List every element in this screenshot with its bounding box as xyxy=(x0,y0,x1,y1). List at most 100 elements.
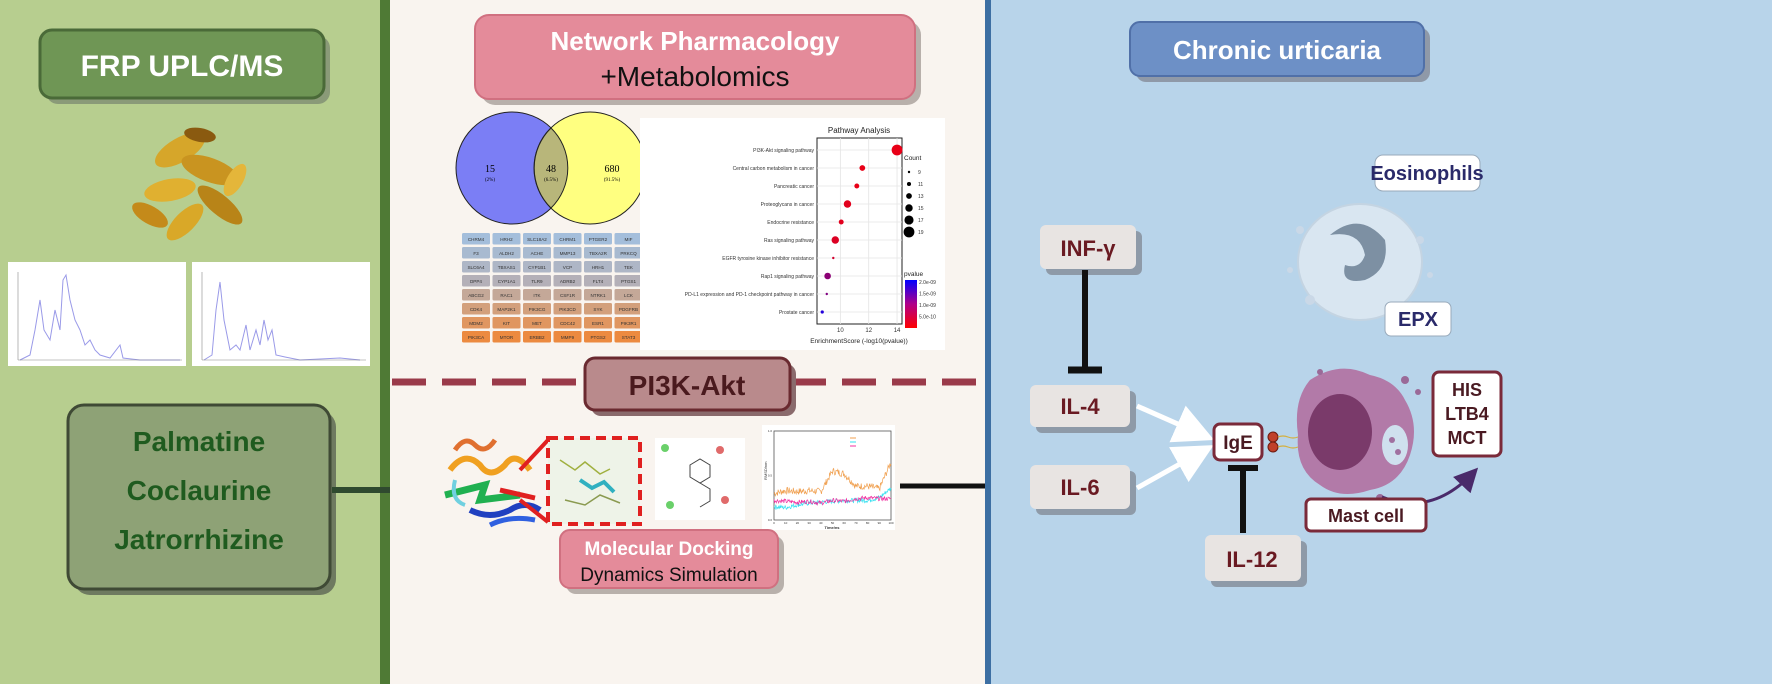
gene-label: F3 xyxy=(473,251,479,256)
gene-label: SLC18A2 xyxy=(527,237,547,242)
gene-cell xyxy=(462,261,490,273)
pathway-dot xyxy=(859,165,866,171)
inf-gamma-box: INF-γ xyxy=(1040,225,1142,275)
chronic-urticaria-title-box: Chronic urticaria xyxy=(1129,21,1430,82)
gene-cell xyxy=(492,289,521,301)
il12-box: IL-12 xyxy=(1205,535,1307,587)
il4-to-ige-arrow xyxy=(1135,403,1215,443)
gene-label: HRH1 xyxy=(592,265,605,270)
pvalue-legend-title: pvalue xyxy=(904,271,924,278)
gene-cell xyxy=(553,275,582,287)
count-legend-dot xyxy=(906,181,912,187)
gene-cell xyxy=(523,261,551,273)
gene-cell xyxy=(523,303,551,315)
rmsd-xtick-label: 0 xyxy=(773,521,775,525)
mediator-ltb4: LTB4 xyxy=(1445,404,1489,424)
ige-receptor-icon xyxy=(1267,431,1299,453)
venn-overlap-percent: (6.5%) xyxy=(544,178,558,183)
il4-text: IL-4 xyxy=(1060,394,1100,419)
gene-cell xyxy=(584,233,612,245)
rmsd-series-line xyxy=(773,487,892,511)
gene-cell xyxy=(614,289,643,301)
rmsd-xtick-label: 60 xyxy=(843,521,847,525)
gene-label: CYP1A1 xyxy=(498,279,516,284)
gene-cell xyxy=(614,233,643,245)
gene-label: PTGS2 xyxy=(590,335,606,340)
network-pharmacology-title-box: Network Pharmacology +Metabolomics xyxy=(474,14,921,105)
gene-label: DPP4 xyxy=(470,279,482,284)
count-legend-dot xyxy=(906,193,912,199)
binding-pocket-image xyxy=(546,436,642,526)
rmsd-xtick-label: 90 xyxy=(878,521,882,525)
gene-cell xyxy=(614,331,643,343)
eosinophils-label: Eosinophils xyxy=(1370,154,1484,192)
mast-cell-image xyxy=(1296,368,1421,508)
gene-label: PIK3R1 xyxy=(621,321,637,326)
gene-cell xyxy=(553,317,582,329)
pathway-dot xyxy=(820,310,824,314)
venn-right-percent: (91.5%) xyxy=(604,178,621,183)
venn-left-count: 15 xyxy=(485,164,495,175)
gene-cell xyxy=(614,317,643,329)
pathway-dot xyxy=(831,236,839,244)
rmsd-xtick-label: 80 xyxy=(866,521,870,525)
gene-cell xyxy=(492,331,521,343)
left-panel-border xyxy=(380,0,390,684)
gene-cell xyxy=(584,261,612,273)
gene-label: ABCG2 xyxy=(468,293,484,298)
rmsd-ytick-label: 0.5 xyxy=(768,474,773,478)
gene-label: TLR9 xyxy=(531,279,543,284)
pathway-analysis-chart: Pathway Analysis EnrichmentScore (-log10… xyxy=(640,118,945,350)
gene-cell xyxy=(553,289,582,301)
compound-jatrorrhizine: Jatrorrhizine xyxy=(114,524,284,555)
venn-left-percent: (2%) xyxy=(485,178,495,183)
pvalue-legend-label: 2.0e-09 xyxy=(919,280,936,286)
gene-label: TBXAS1 xyxy=(498,265,516,270)
eosinophils-text: Eosinophils xyxy=(1370,163,1483,185)
frp-title: FRP UPLC/MS xyxy=(81,50,284,83)
right-panel-background xyxy=(985,0,1772,684)
gene-cell xyxy=(492,303,521,315)
gene-label: VCP xyxy=(563,265,572,270)
pi3k-akt-box: PI3K-Akt xyxy=(583,356,796,416)
gene-label: CHRM4 xyxy=(468,237,485,242)
herb-slices-image xyxy=(132,127,247,241)
count-legend-dot xyxy=(903,226,915,238)
gene-cell xyxy=(584,331,612,343)
network-pharmacology-title: Network Pharmacology xyxy=(551,26,841,56)
gene-cell xyxy=(614,261,643,273)
gene-label: SYK xyxy=(593,307,603,312)
gene-label: CSF1R xyxy=(560,293,576,298)
gene-label: MIF xyxy=(625,237,633,242)
pathway-dot xyxy=(832,256,835,260)
gene-cell xyxy=(462,331,490,343)
count-legend-title: Count xyxy=(904,155,922,162)
mediator-his: HIS xyxy=(1452,380,1482,400)
rmsd-ytick-label: 0.0 xyxy=(768,518,773,522)
molecular-docking-label: Molecular Docking xyxy=(585,539,754,560)
compound-palmatine: Palmatine xyxy=(133,426,265,457)
gene-cell xyxy=(553,247,582,259)
gene-cell xyxy=(584,247,612,259)
gene-label: ALDH2 xyxy=(499,251,514,256)
protein-structure-image xyxy=(444,438,542,528)
zoom-line-top xyxy=(518,438,550,472)
gene-cell xyxy=(614,247,643,259)
il6-text: IL-6 xyxy=(1060,475,1099,500)
frp-title-box: FRP UPLC/MS xyxy=(38,28,330,104)
gene-cell xyxy=(523,247,551,259)
pathway-dot xyxy=(854,183,860,189)
middle-panel: Network Pharmacology +Metabolomics 15 (2… xyxy=(390,0,1029,684)
ige-text: IgE xyxy=(1223,433,1253,454)
gene-label: RAC1 xyxy=(500,293,513,298)
pathway-category-label: PI3K-Akt signaling pathway xyxy=(753,148,814,154)
pathway-dot xyxy=(891,144,903,156)
il6-box: IL-6 xyxy=(1030,465,1136,515)
inf-gamma-text: INF-γ xyxy=(1061,236,1117,261)
zoom-line-bottom xyxy=(518,498,550,524)
gene-cell xyxy=(462,303,490,315)
gene-label: MAP2K1 xyxy=(497,307,516,312)
rmsd-xlabel: Time/ns xyxy=(824,525,840,530)
